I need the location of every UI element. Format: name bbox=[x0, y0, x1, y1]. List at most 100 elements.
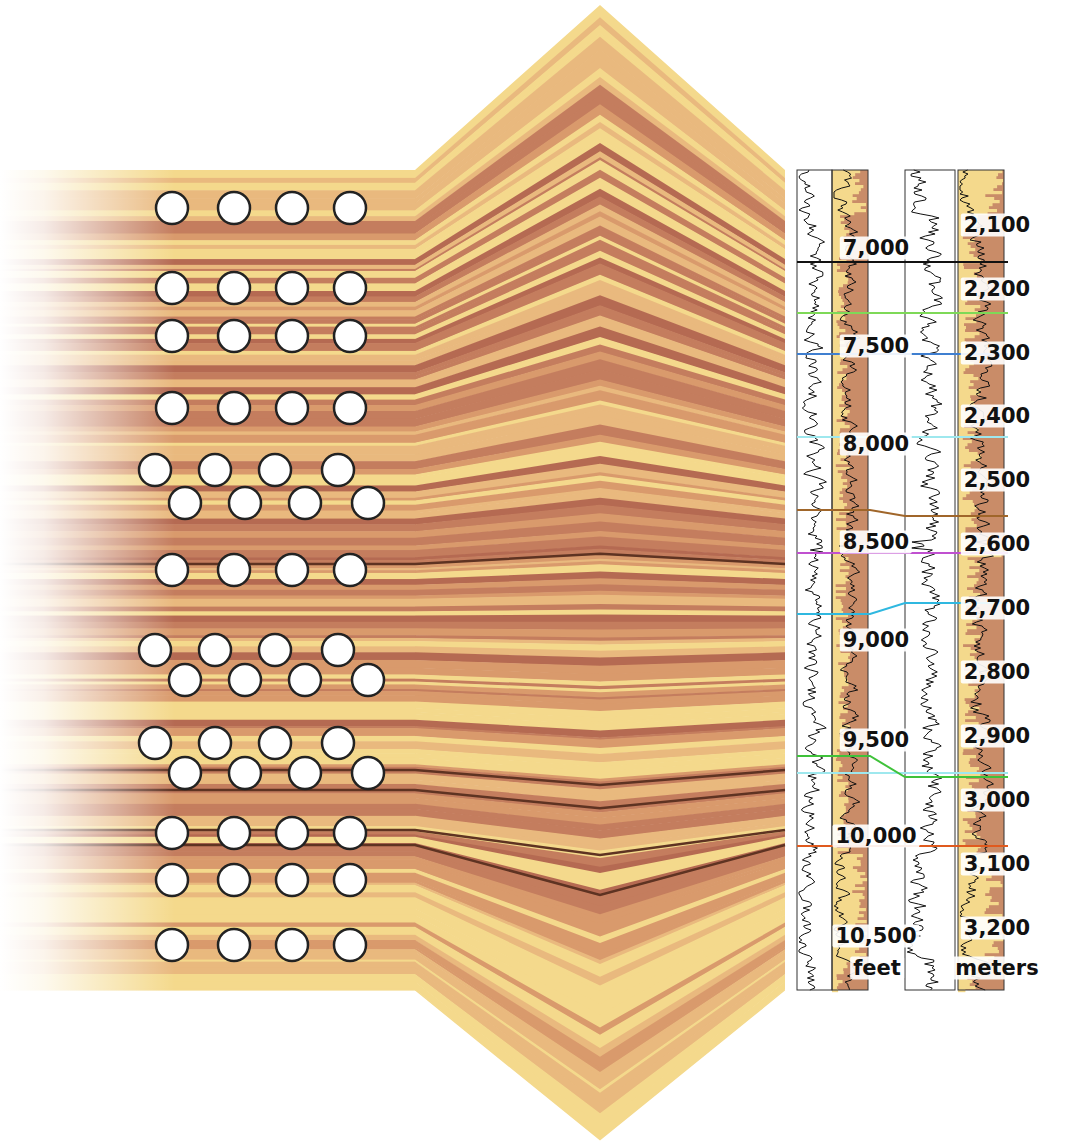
well-circle bbox=[276, 817, 308, 849]
sand-fill bbox=[958, 185, 997, 188]
sand-fill bbox=[958, 590, 973, 593]
sand-fill bbox=[832, 803, 844, 806]
sand-fill bbox=[958, 440, 972, 443]
sand-fill bbox=[832, 470, 838, 473]
sand-fill bbox=[832, 371, 837, 374]
sand-fill bbox=[832, 878, 867, 881]
sand-fill bbox=[958, 248, 975, 251]
sand-fill bbox=[832, 428, 840, 431]
sand-fill bbox=[832, 476, 841, 479]
sand-fill bbox=[958, 245, 971, 248]
sand-fill bbox=[832, 983, 838, 986]
sand-fill bbox=[958, 782, 969, 785]
well-circle bbox=[218, 320, 250, 352]
well-circle bbox=[199, 727, 231, 759]
sand-fill bbox=[958, 326, 966, 329]
sand-fill bbox=[958, 566, 969, 569]
sand-fill bbox=[958, 701, 966, 704]
sand-fill bbox=[958, 587, 967, 590]
sand-fill bbox=[832, 710, 848, 713]
sand-fill bbox=[958, 767, 979, 770]
sand-fill bbox=[958, 647, 971, 650]
fade-overlay bbox=[0, 160, 175, 1000]
sand-fill bbox=[832, 227, 844, 230]
sand-fill bbox=[832, 599, 841, 602]
sand-fill bbox=[832, 206, 861, 209]
well-circle bbox=[139, 634, 171, 666]
sand-fill bbox=[832, 323, 838, 326]
sand-fill bbox=[832, 326, 839, 329]
sand-fill bbox=[832, 965, 848, 968]
sand-fill bbox=[958, 686, 979, 689]
sand-fill bbox=[832, 761, 841, 764]
sand-fill bbox=[832, 971, 844, 974]
sand-fill bbox=[832, 482, 843, 485]
sand-fill bbox=[832, 449, 838, 452]
sand-fill bbox=[832, 386, 837, 389]
sand-fill bbox=[832, 713, 840, 716]
sand-fill bbox=[832, 413, 848, 416]
sand-fill bbox=[958, 638, 974, 641]
sand-fill bbox=[832, 986, 837, 989]
sand-fill bbox=[958, 242, 968, 245]
sand-fill bbox=[832, 566, 849, 569]
sand-fill bbox=[832, 473, 842, 476]
sand-fill bbox=[958, 650, 977, 653]
sand-fill bbox=[832, 794, 839, 797]
sand-fill bbox=[832, 203, 866, 206]
well-circle bbox=[334, 192, 366, 224]
stratum bbox=[415, 974, 785, 1127]
sand-fill bbox=[832, 557, 848, 560]
sand-fill bbox=[958, 317, 965, 320]
depth-label: 10,500 bbox=[832, 925, 919, 948]
well-circle bbox=[334, 272, 366, 304]
sand-fill bbox=[832, 659, 850, 662]
correlation-line bbox=[797, 510, 1008, 516]
sand-fill bbox=[832, 734, 840, 737]
sand-fill bbox=[958, 713, 965, 716]
sand-fill bbox=[832, 809, 846, 812]
well-circle bbox=[169, 757, 201, 789]
sand-fill bbox=[958, 830, 965, 833]
sand-fill bbox=[958, 521, 974, 524]
sand-fill bbox=[958, 371, 964, 374]
sand-fill bbox=[958, 314, 976, 317]
sand-fill bbox=[832, 644, 836, 647]
sand-fill bbox=[958, 839, 963, 842]
sand-fill bbox=[958, 191, 1002, 194]
sand-fill bbox=[958, 329, 965, 332]
sand-fill bbox=[958, 524, 977, 527]
sand-fill bbox=[832, 848, 849, 851]
sand-fill bbox=[958, 641, 976, 644]
depth-label: 2,700 bbox=[961, 597, 1033, 620]
sand-fill bbox=[832, 749, 837, 752]
sand-fill bbox=[832, 662, 838, 665]
sand-fill bbox=[832, 884, 855, 887]
sand-fill bbox=[832, 575, 845, 578]
sand-fill bbox=[958, 620, 972, 623]
sand-fill bbox=[832, 392, 845, 395]
sand-fill bbox=[958, 461, 971, 464]
sand-fill bbox=[958, 689, 975, 692]
sand-fill bbox=[958, 323, 964, 326]
sand-fill bbox=[832, 758, 836, 761]
sand-fill bbox=[832, 320, 836, 323]
sand-fill bbox=[832, 512, 839, 515]
well-circle bbox=[334, 929, 366, 961]
sand-fill bbox=[958, 758, 970, 761]
sand-fill bbox=[958, 749, 963, 752]
sand-fill bbox=[958, 704, 969, 707]
sand-fill bbox=[958, 635, 981, 638]
sand-fill bbox=[832, 587, 846, 590]
sand-fill bbox=[832, 422, 845, 425]
sand-fill bbox=[958, 383, 974, 386]
well-circle bbox=[218, 817, 250, 849]
sand-fill bbox=[958, 578, 979, 581]
sand-fill bbox=[832, 590, 836, 593]
track-frame bbox=[797, 170, 832, 990]
sand-fill bbox=[958, 527, 965, 530]
sand-fill bbox=[958, 761, 969, 764]
well-circle bbox=[322, 454, 354, 486]
sand-fill bbox=[832, 458, 841, 461]
sand-fill bbox=[958, 506, 977, 509]
